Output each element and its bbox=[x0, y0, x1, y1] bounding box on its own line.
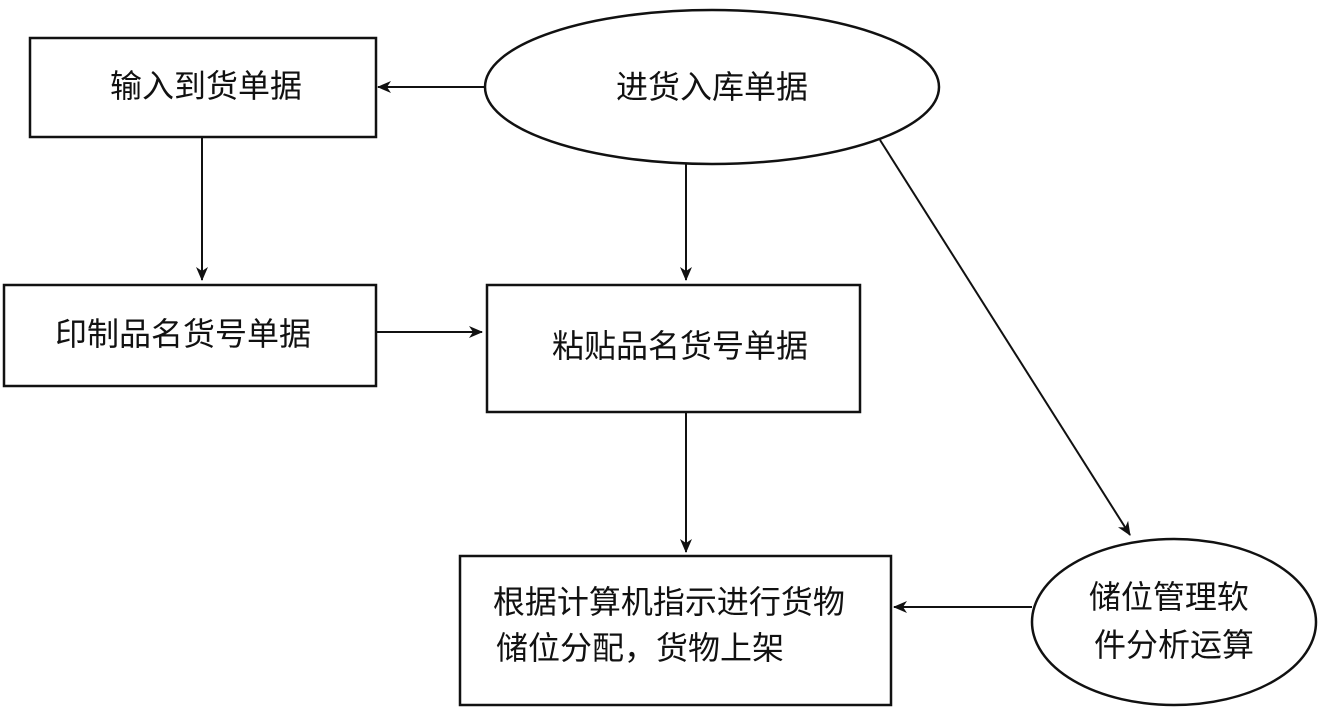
node-label: 输入到货单据 bbox=[110, 67, 302, 105]
node-paste-label-doc: 粘贴品名货号单据 bbox=[485, 283, 862, 414]
node-label-line-1: 储位管理软 bbox=[1089, 578, 1249, 616]
node-label: 粘贴品名货号单据 bbox=[552, 327, 808, 365]
edge-inbound-to-software bbox=[879, 139, 1131, 536]
node-box bbox=[28, 36, 378, 139]
node-label: 根据计算机指示进行货物 储位分配，货物上架 bbox=[493, 583, 855, 667]
node-label: 印制品名货号单据 bbox=[55, 315, 311, 353]
node-box bbox=[458, 554, 893, 707]
node-box bbox=[485, 283, 862, 414]
edges bbox=[196, 81, 1131, 613]
node-storage-software: 储位管理软 件分析运算 bbox=[1030, 537, 1318, 707]
node-label-line-2: 储位分配，货物上架 bbox=[496, 629, 784, 667]
node-label: 进货入库单据 bbox=[616, 68, 808, 106]
node-label: 储位管理软 件分析运算 bbox=[1089, 578, 1259, 664]
node-input-arrival-doc: 输入到货单据 bbox=[28, 36, 378, 139]
node-ellipse bbox=[483, 8, 941, 166]
node-ellipse bbox=[1030, 537, 1318, 707]
node-label-line-1: 根据计算机指示进行货物 bbox=[493, 583, 845, 621]
node-allocate-shelve: 根据计算机指示进行货物 储位分配，货物上架 bbox=[458, 554, 893, 707]
node-box bbox=[2, 283, 378, 388]
node-print-label-doc: 印制品名货号单据 bbox=[2, 283, 378, 388]
node-label-line-2: 件分析运算 bbox=[1094, 626, 1254, 664]
node-inbound-doc: 进货入库单据 bbox=[483, 8, 941, 166]
